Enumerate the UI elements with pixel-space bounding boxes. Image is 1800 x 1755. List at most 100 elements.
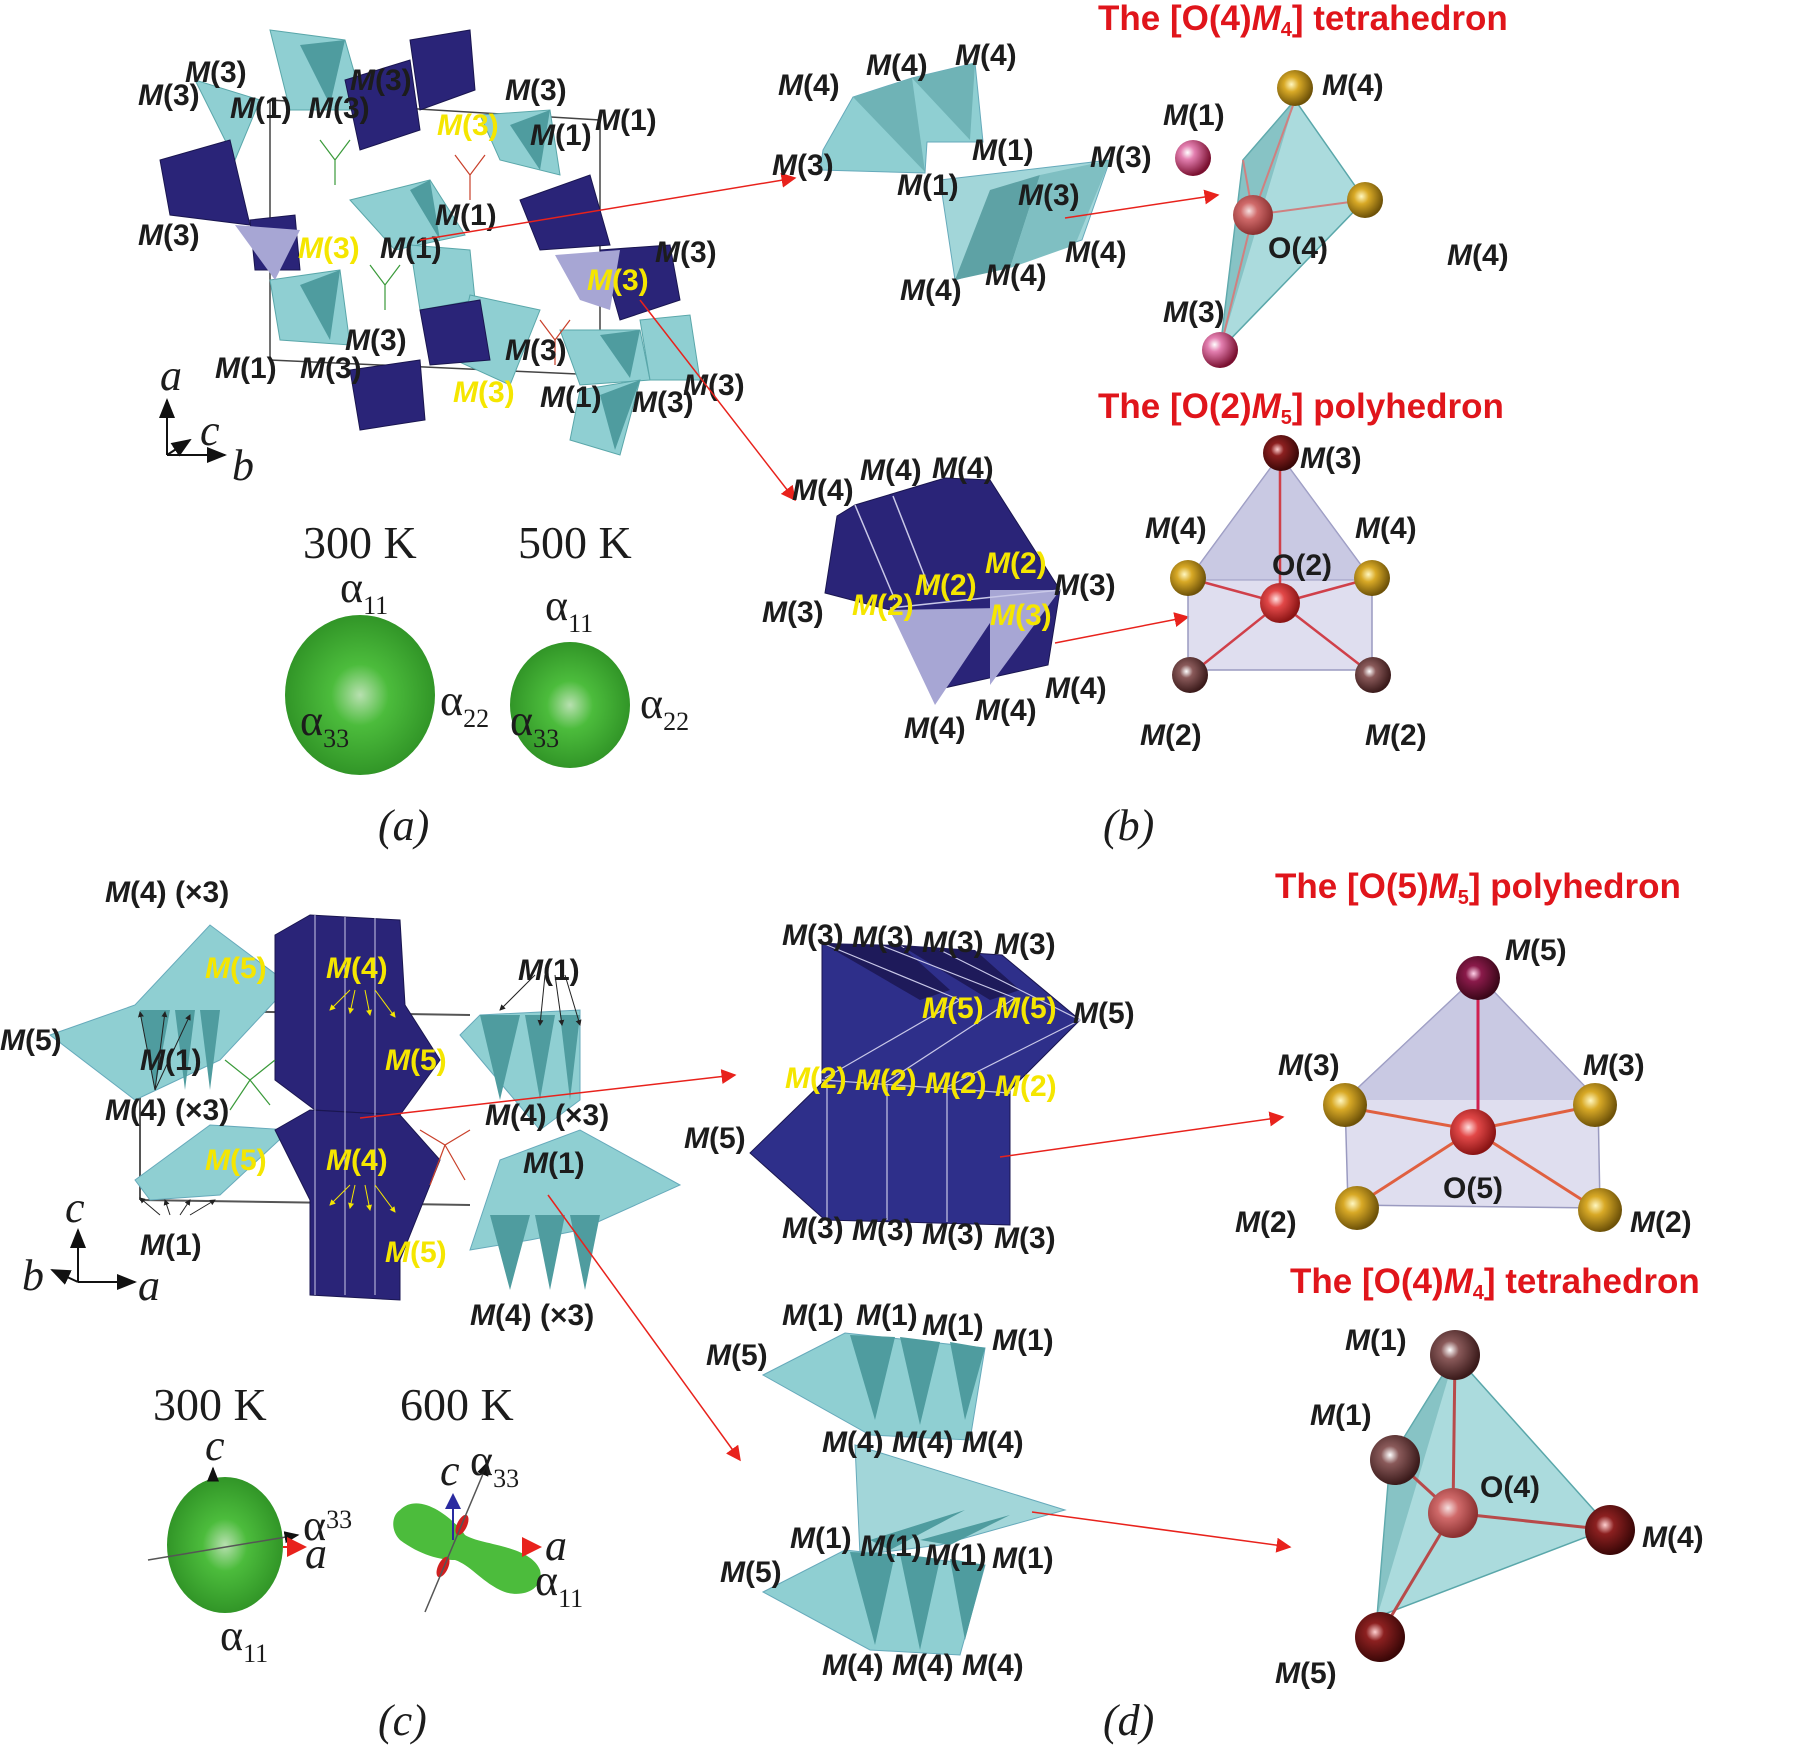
label: M(1) xyxy=(922,1309,984,1342)
label: M(1) xyxy=(897,169,959,202)
atom-M4 xyxy=(1170,560,1206,596)
atom-O4 xyxy=(1233,195,1273,235)
polyhedron-title: The [O(4)M4] tetrahedron xyxy=(1290,1262,1700,1304)
pointer-arrows xyxy=(137,974,582,1216)
label: M(5) xyxy=(995,992,1057,1025)
svg-text:M(3): M(3) xyxy=(505,74,567,107)
chain-b-navy-labels-yellow: M(2) M(2) M(2) M(3) xyxy=(852,547,1052,632)
alpha-22-label: α22 xyxy=(640,679,689,736)
temperature-label: 300 K xyxy=(153,1379,267,1430)
label: M(4) xyxy=(326,1144,388,1177)
alpha-11-label: α11 xyxy=(220,1611,268,1668)
vertex-label: M(3) xyxy=(1278,1049,1340,1082)
center-label: O(5) xyxy=(1443,1172,1503,1205)
ellipsoid-shape xyxy=(285,615,435,775)
label: M(4) (×3) xyxy=(105,1094,229,1127)
temperature-label: 500 K xyxy=(518,517,632,568)
vertex-label: M(4) xyxy=(1642,1521,1704,1554)
label: M(4) xyxy=(778,69,840,102)
label: M(1) xyxy=(380,232,442,265)
label: M(4) (×3) xyxy=(485,1099,609,1132)
label: M(2) xyxy=(995,1070,1057,1103)
label: M(5) xyxy=(385,1236,447,1269)
atom-M2 xyxy=(1578,1188,1622,1232)
svg-text:M(1): M(1) xyxy=(230,92,292,125)
panel-c-labels-black: M(4) (×3) M(5) M(1) M(4) (×3) M(1) M(1) … xyxy=(0,876,609,1332)
panel-label-c: (c) xyxy=(378,1696,427,1745)
label: M(4) xyxy=(866,49,928,82)
label: M(3) xyxy=(505,334,567,367)
atom-M4 xyxy=(1585,1505,1635,1555)
atom-O5 xyxy=(1450,1109,1496,1155)
atom-O4 xyxy=(1428,1488,1478,1538)
label: M(1) xyxy=(992,1542,1054,1575)
label: M(4) xyxy=(892,1426,954,1459)
connector-arrow xyxy=(1064,189,1220,219)
alpha-11-label: α11 xyxy=(340,563,388,620)
label: M(4) xyxy=(962,1649,1024,1682)
panel-a-labels-black: M(3) M(3) M(1) M(3) M(3) M(3) M(1) M(1) … xyxy=(138,56,745,419)
atom-O2 xyxy=(1260,583,1300,623)
label: M(3) xyxy=(453,376,515,409)
axis-c-label: c xyxy=(205,1421,225,1470)
svg-text:M(3): M(3) xyxy=(350,64,412,97)
navy-polyhedra xyxy=(159,29,681,431)
polyhedron-O2M5-b: The [O(2)M5] polyhedron M(3) M(4) M(4) xyxy=(1098,387,1504,752)
chain-d-cyan xyxy=(761,1332,1067,1656)
label: M(1) xyxy=(972,134,1034,167)
ellipsoid-300K-a: 300 K α11 α22 α33 xyxy=(285,517,489,775)
axis-c-label: c xyxy=(440,1446,460,1495)
svg-text:M(1): M(1) xyxy=(540,381,602,414)
label: M(1) xyxy=(992,1324,1054,1357)
label: M(1) xyxy=(230,92,292,125)
svg-text:M(3): M(3) xyxy=(138,79,200,112)
temperature-label: 300 K xyxy=(303,517,417,568)
label: M(1) xyxy=(518,954,580,987)
vertex-label: M(1) xyxy=(1345,1324,1407,1357)
vertex-label: M(3) xyxy=(1163,296,1225,329)
panel-label-a: (a) xyxy=(378,801,429,850)
label: M(3) xyxy=(1054,569,1116,602)
panel-a: M(3) M(3) M(1) M(3) M(3) M(3) M(1) M(1) … xyxy=(138,29,745,850)
svg-text:M(3): M(3) xyxy=(300,352,362,385)
label: M(3) xyxy=(138,219,200,252)
label: M(3) xyxy=(772,149,834,182)
label: M(3) xyxy=(994,928,1056,961)
label: M(4) xyxy=(1045,672,1107,705)
tetrahedron-O4M4-b: The [O(4)M4] tetrahedron M(1) M(4) M(4) … xyxy=(1098,0,1509,368)
label: M(1) xyxy=(140,1044,202,1077)
alpha-33-label: α33 xyxy=(470,1436,519,1493)
panel-a-structure: M(3) M(3) M(1) M(3) M(3) M(3) M(1) M(1) … xyxy=(138,29,745,456)
label: M(2) xyxy=(915,569,977,602)
label: M(4) (×3) xyxy=(470,1299,594,1332)
svg-text:M(3): M(3) xyxy=(632,386,694,419)
label: M(3) xyxy=(505,74,567,107)
label: M(5) xyxy=(205,1144,267,1177)
chain-b-navy-labels: M(4) M(4) M(4) M(3) M(3) M(4) M(4) M(4) xyxy=(762,452,1116,745)
label: M(5) xyxy=(922,992,984,1025)
connector-arrow xyxy=(1031,1511,1292,1553)
label: M(1) xyxy=(860,1530,922,1563)
atom-M1 xyxy=(1370,1435,1420,1485)
vertex-label: M(4) xyxy=(1355,512,1417,545)
label: M(5) xyxy=(720,1556,782,1589)
connector-arrow xyxy=(419,172,797,241)
label: M(4) xyxy=(326,952,388,985)
label: M(3) xyxy=(632,386,694,419)
axes-indicator-a: a c b xyxy=(159,351,254,490)
chain-d-navy-labels-yellow: M(5) M(5) M(2) M(2) M(2) M(2) xyxy=(785,992,1057,1103)
vertex-label: M(2) xyxy=(1140,719,1202,752)
svg-text:M(1): M(1) xyxy=(530,119,592,152)
label: M(3) xyxy=(762,596,824,629)
polyhedron-title: The [O(2)M5] polyhedron xyxy=(1098,387,1504,429)
cyan-shade xyxy=(140,1010,600,1290)
tetrahedron-O4M4-d: The [O(4)M4] tetrahedron M(1) M(1) M(4) … xyxy=(1275,1262,1704,1690)
label: M(3) xyxy=(683,369,745,402)
svg-text:M(3): M(3) xyxy=(308,92,370,125)
panel-c-structure: M(4) (×3) M(5) M(1) M(4) (×3) M(1) M(1) … xyxy=(0,876,682,1332)
svg-text:M(3): M(3) xyxy=(655,236,717,269)
ellipsoid-shape xyxy=(510,642,630,768)
connector-arrow xyxy=(639,299,796,502)
label: M(1) xyxy=(856,1299,918,1332)
panel-d: M(3) M(3) M(3) M(3) M(5) M(5) M(3) M(3) … xyxy=(684,867,1704,1745)
